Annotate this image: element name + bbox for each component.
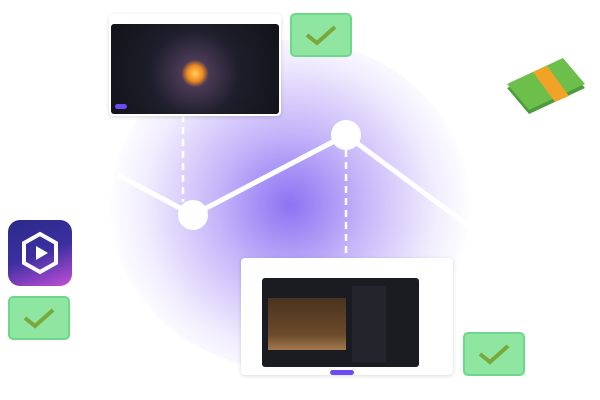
check-icon [305,25,337,46]
video-preview [268,298,346,350]
check-badge [8,296,70,340]
money-icon [507,58,585,114]
play-button[interactable] [115,104,127,109]
solar-system-screenshot [109,14,281,116]
video-editor-view [262,278,419,367]
check-badge [463,332,525,376]
check-badge [290,13,352,57]
node-dot [331,120,361,150]
app-logo-icon [8,220,72,286]
video-editor-screenshot [241,258,453,375]
check-icon [23,308,55,329]
node-dot [178,200,208,230]
trend-line [116,132,487,241]
properties-panel [352,286,386,362]
label-pill [330,370,354,375]
solar-system-view [111,24,279,114]
check-icon [478,344,510,365]
